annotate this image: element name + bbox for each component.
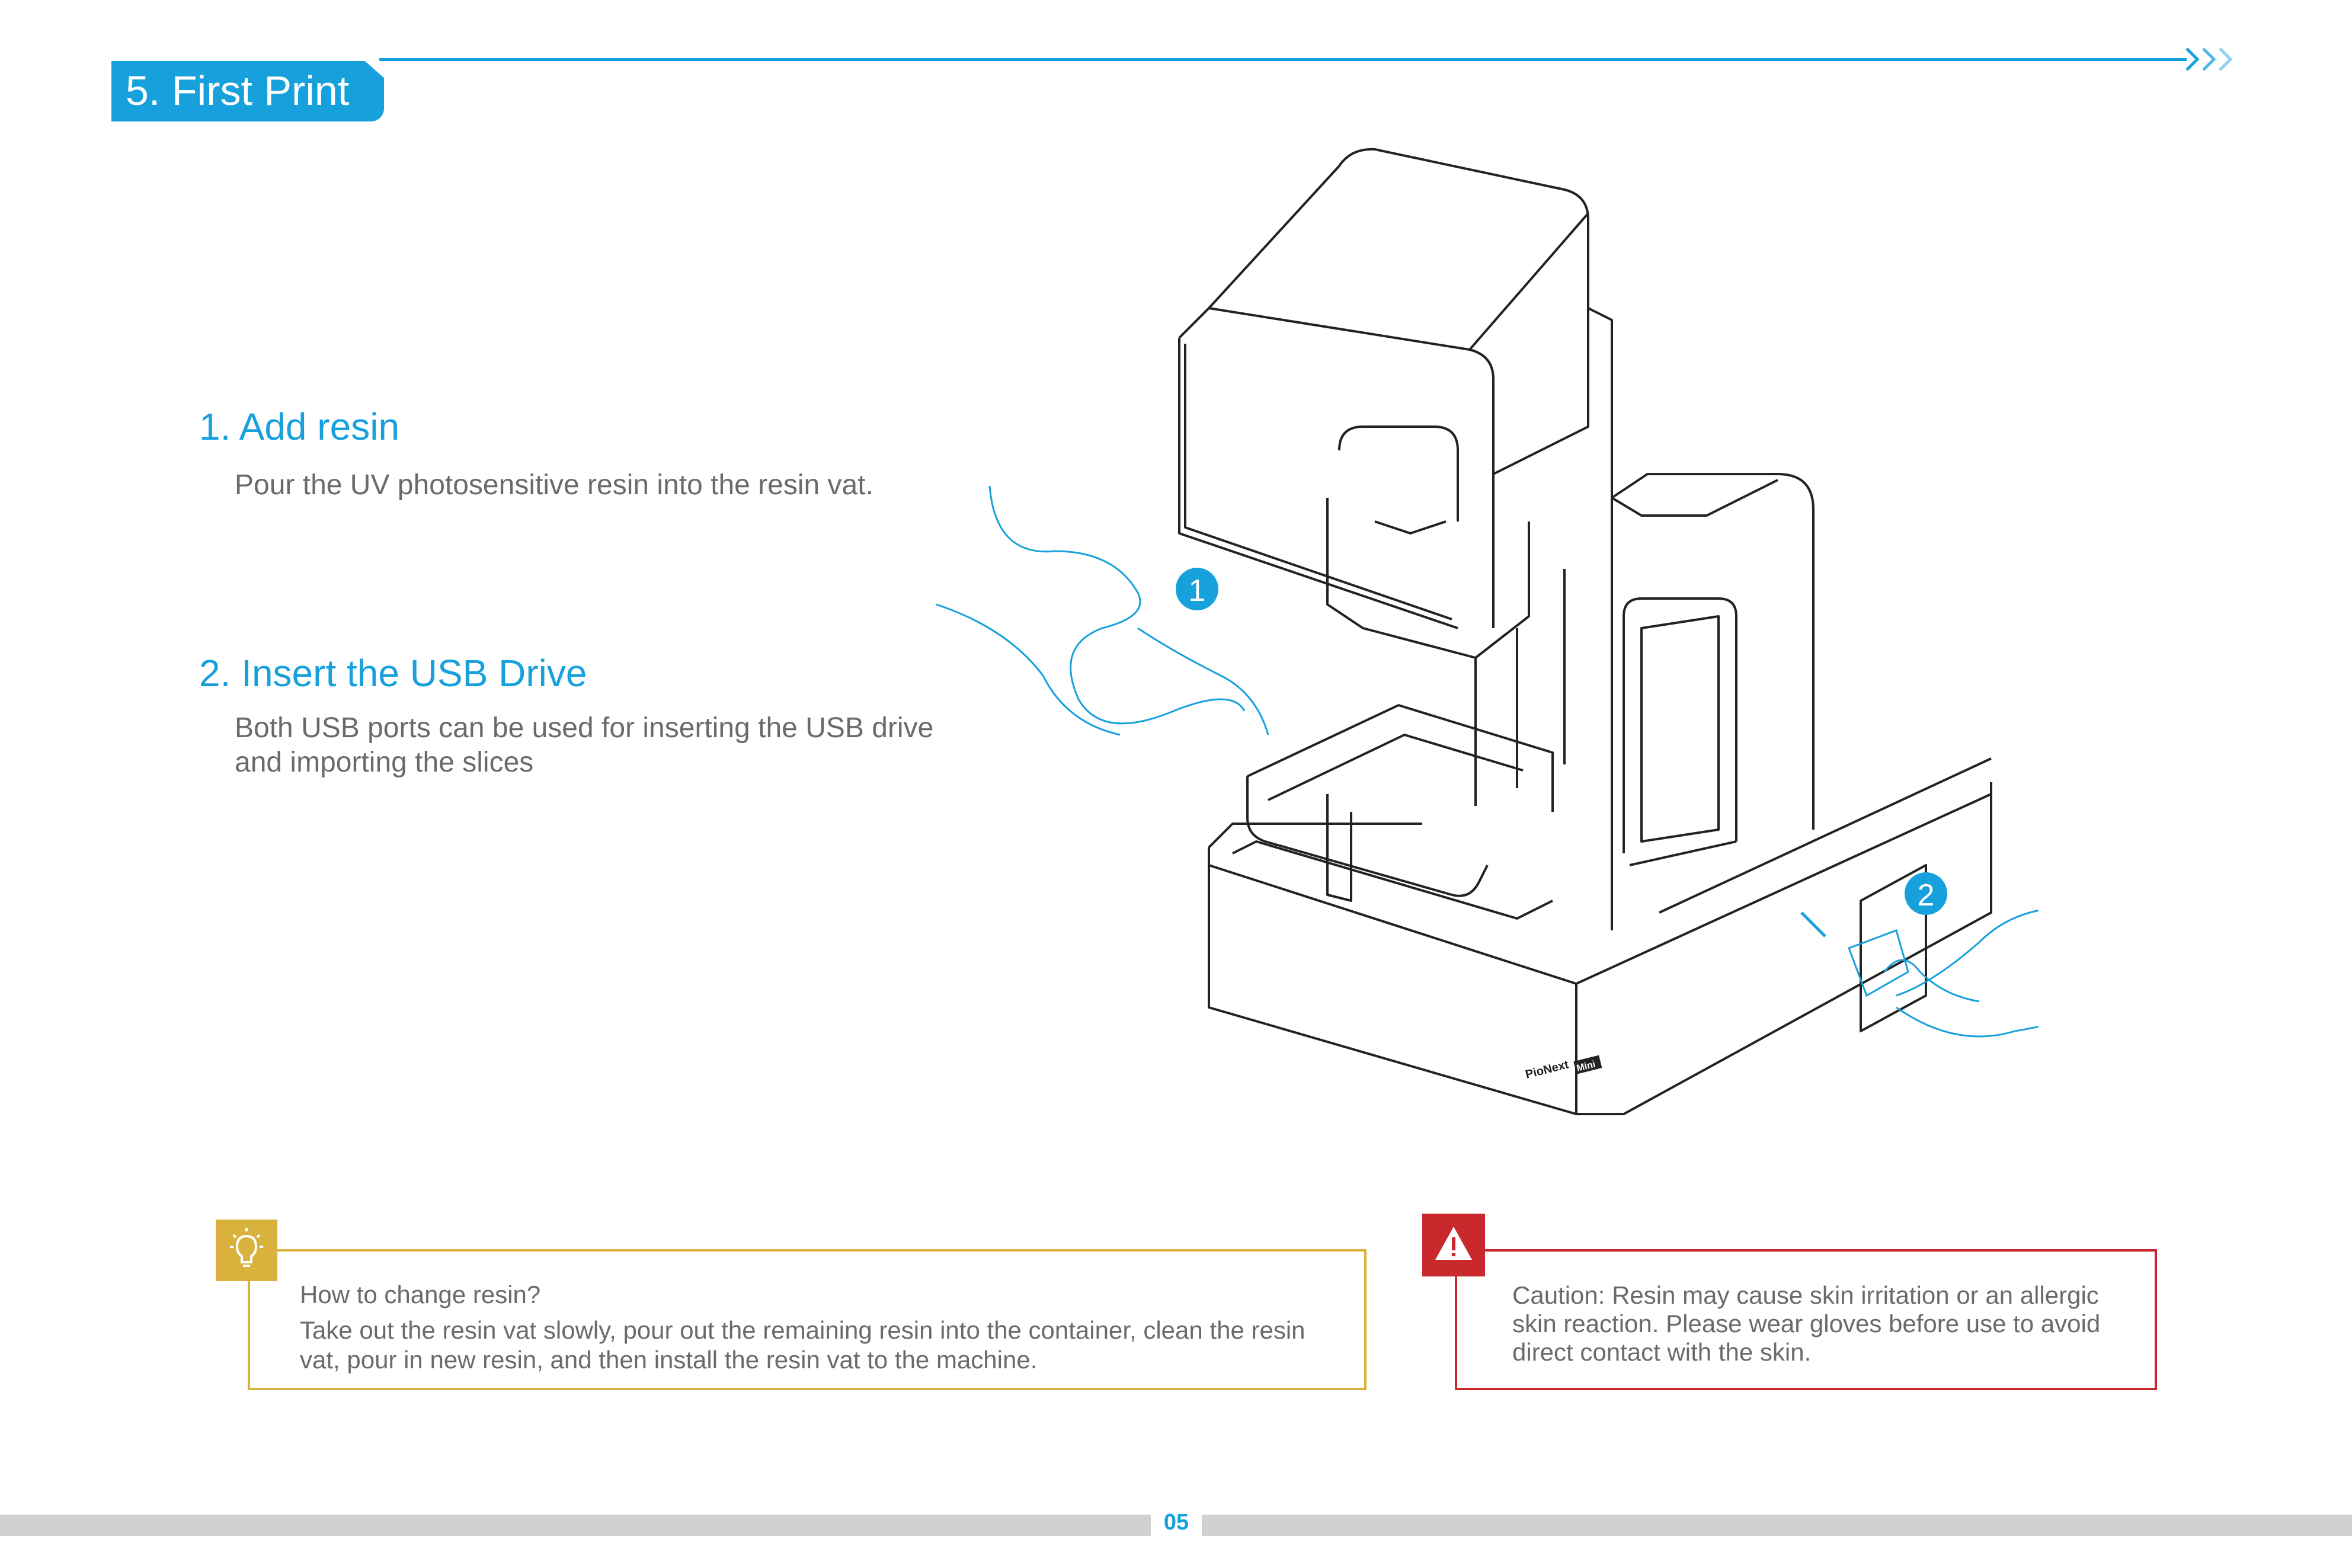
step-1-body: Pour the UV photosensitive resin into th…: [235, 469, 873, 501]
section-tab: [111, 61, 384, 121]
caution-line-3: direct contact with the skin.: [1512, 1338, 1812, 1366]
warning-icon: [1435, 1227, 1472, 1260]
caution-box: [1455, 1249, 2157, 1390]
step-1-heading: 1. Add resin: [199, 405, 399, 448]
brand-label: PioNext: [1524, 1058, 1570, 1081]
step-2-heading: 2. Insert the USB Drive: [199, 652, 587, 695]
callout-2-marker: [1905, 872, 1947, 915]
callout-2-label: 2: [1918, 878, 1935, 913]
caution-badge: [1422, 1214, 1485, 1276]
footer-bar-right: [1202, 1515, 2352, 1536]
tip-box: [248, 1249, 1367, 1390]
tip-body-line-1: Take out the resin vat slowly, pour out …: [300, 1316, 1305, 1344]
tip-badge: [216, 1220, 277, 1281]
callout-1-label: 1: [1189, 574, 1206, 608]
callout-1-marker: [1176, 568, 1218, 610]
step-2-body-line-1: Both USB ports can be used for inserting…: [235, 712, 934, 744]
tip-title: How to change resin?: [300, 1281, 541, 1308]
footer-bar-left: [0, 1515, 1151, 1536]
step-2-body-line-2: and importing the slices: [235, 747, 534, 778]
header-rule: [379, 58, 2187, 61]
caution-line-2: skin reaction. Please wear gloves before…: [1512, 1310, 2101, 1337]
chevron-right-icon: [2185, 47, 2233, 71]
caution-line-1: Caution: Resin may cause skin irritation…: [1512, 1281, 2099, 1309]
page-title: 5. First Print: [126, 68, 350, 114]
printer-illustration: 1 2 PioNext Mini: [936, 148, 2039, 1115]
tip-body-line-2: vat, pour in new resin, and then install…: [300, 1346, 1038, 1374]
lightbulb-icon: [230, 1228, 263, 1267]
page-number: 05: [1163, 1510, 1189, 1535]
